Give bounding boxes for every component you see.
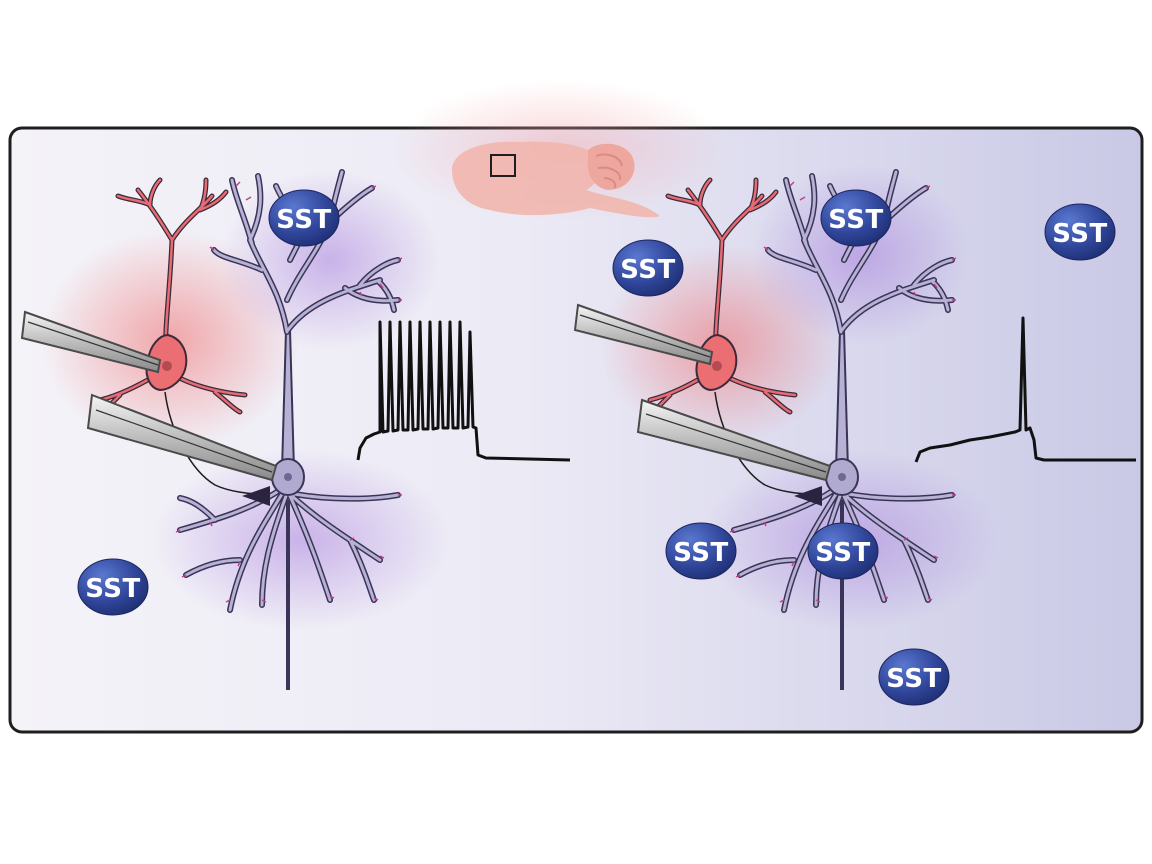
region-marker-box xyxy=(490,154,516,177)
svg-text:SST: SST xyxy=(886,664,942,694)
trace-spike-train xyxy=(356,320,571,462)
sst-badge: SST xyxy=(77,558,149,616)
sst-badge: SST xyxy=(820,189,892,247)
recording-pipette-top-right xyxy=(573,303,714,366)
sst-badge: SST xyxy=(878,648,950,706)
synapse-terminal-left xyxy=(242,486,270,506)
left-circuit xyxy=(20,169,571,690)
svg-text:SST: SST xyxy=(828,205,884,235)
right-circuit xyxy=(573,169,1136,690)
recording-pipette-bottom-left xyxy=(86,393,278,482)
sst-badges: SST SST SST SST SST SST SST SST xyxy=(77,189,1116,706)
svg-text:SST: SST xyxy=(276,205,332,235)
recording-pipette-top-left xyxy=(20,310,162,374)
trace-single-spike xyxy=(914,316,1136,463)
svg-text:SST: SST xyxy=(85,574,141,604)
sst-badge: SST xyxy=(268,189,340,247)
sst-badge: SST xyxy=(665,522,737,580)
svg-text:SST: SST xyxy=(673,538,729,568)
svg-text:SST: SST xyxy=(815,538,871,568)
sst-badge: SST xyxy=(612,239,684,297)
sst-badge: SST xyxy=(1044,203,1116,261)
interneuron-right xyxy=(643,177,822,506)
pyramidal-neuron-left xyxy=(177,169,401,690)
synapse-marks xyxy=(175,181,957,603)
recording-pipette-bottom-right xyxy=(636,398,832,482)
brain-icon xyxy=(452,141,660,218)
sst-badge: SST xyxy=(807,522,879,580)
synapse-terminal-right xyxy=(794,486,822,506)
svg-text:SST: SST xyxy=(1052,219,1108,249)
svg-text:SST: SST xyxy=(620,255,676,285)
